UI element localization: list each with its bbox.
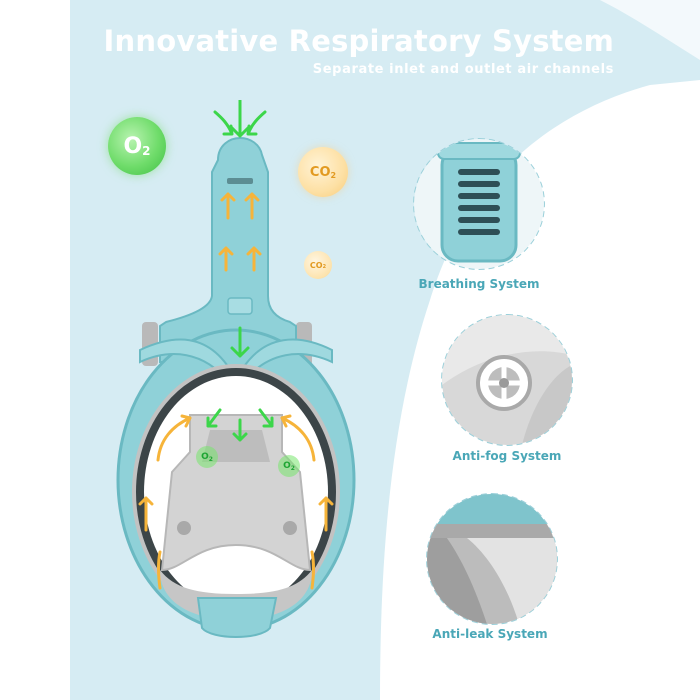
anti-fog-valve-icon	[442, 315, 572, 445]
breathing-valve-icon	[414, 139, 544, 269]
page-title: Innovative Respiratory System	[103, 24, 614, 58]
outflow-arrows-icon	[138, 192, 334, 590]
inflow-arrows-icon	[206, 100, 274, 442]
feature-caption-antileak: Anti-leak System	[432, 627, 548, 641]
page-subtitle: Separate inlet and outlet air channels	[312, 62, 614, 77]
feature-caption-antifog: Anti-fog System	[452, 449, 562, 463]
feature-caption-breathing: Breathing System	[418, 277, 540, 291]
snorkel-mask-illustration	[116, 100, 356, 638]
anti-leak-seal-icon	[427, 494, 557, 624]
headline-block: Innovative Respiratory System Separate i…	[104, 24, 614, 78]
